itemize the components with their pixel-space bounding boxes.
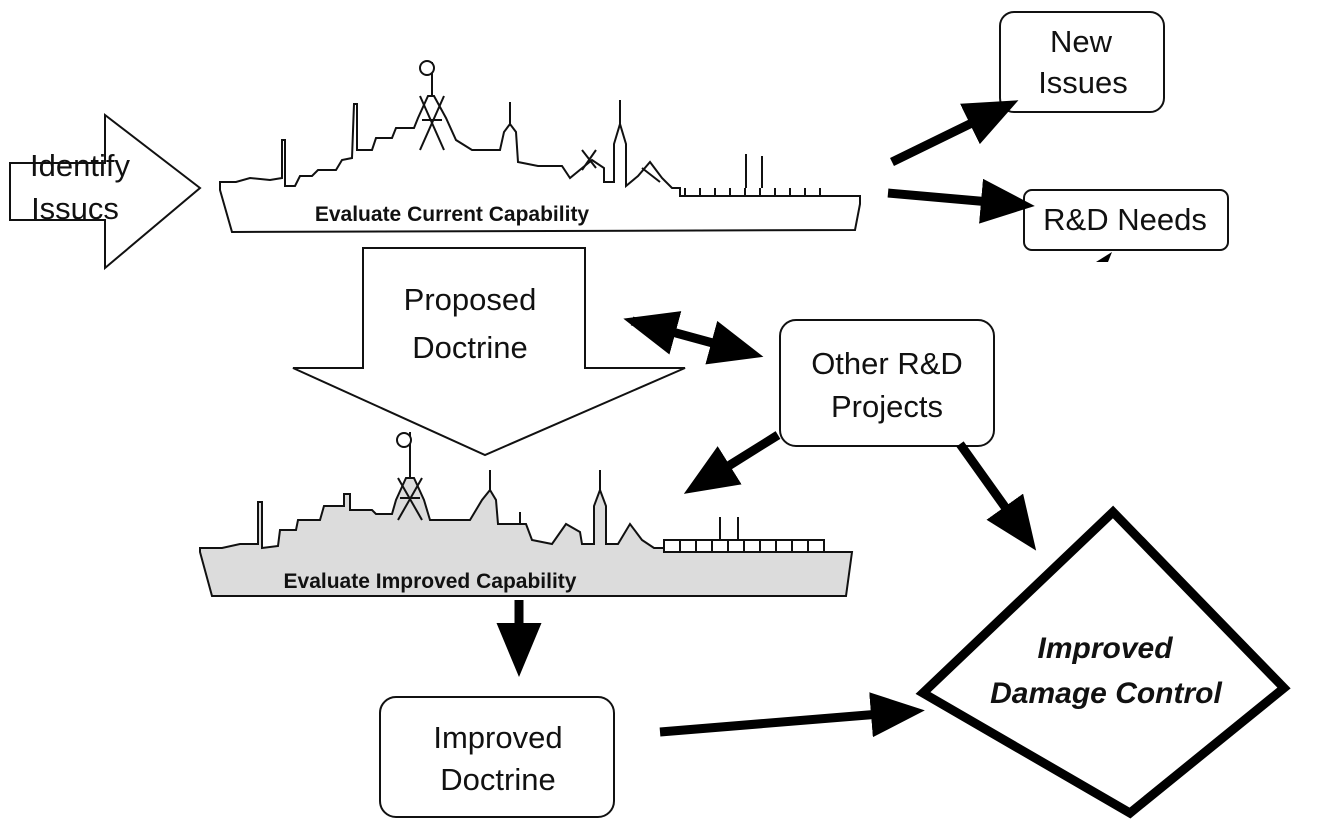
damage-control-line-1: Improved [1037, 632, 1173, 665]
new-issues-line-2: Issues [1038, 65, 1128, 100]
damage-control-diamond [915, 505, 1291, 819]
other-rd-line-2: Projects [831, 389, 943, 424]
evaluate-improved-prefix: Evaluate [284, 570, 376, 593]
proposed-line-2: Doctrine [412, 330, 527, 365]
evaluate-improved-label: Evaluate Improved Capability [284, 570, 577, 593]
improved-damage-control-node: Improved Damage Control [915, 505, 1291, 819]
evaluate-current-bold: Current [407, 203, 483, 226]
rd-needs-mark [1096, 252, 1112, 262]
current-lattice-mast [419, 95, 445, 151]
ship-hull-improved [199, 477, 854, 597]
other-rd-box [779, 319, 995, 447]
improved-lattice-mast [397, 477, 423, 521]
arrow-other-to-damage-control [956, 441, 1037, 551]
evaluate-current-label: Evaluate Current Capability [315, 203, 590, 226]
double-arrow-proposed-other [623, 311, 764, 365]
improved-radar-dish [396, 432, 412, 448]
identify-line-1: Identify [30, 148, 130, 183]
new-issues-node: New Issues [999, 11, 1165, 113]
evaluate-improved-bold: Improved [376, 570, 471, 593]
improved-deck-railing [679, 540, 809, 552]
evaluate-current-suffix: Capability [483, 203, 590, 226]
damage-control-line-2: Damage Control [990, 677, 1222, 710]
current-crane-details [581, 149, 661, 183]
arrow-to-new-issues [890, 100, 1019, 167]
block-arrow-right [9, 112, 202, 271]
rd-needs-label: R&D Needs [1043, 202, 1207, 237]
identify-line-2: Issucs [31, 191, 119, 226]
current-deck-railing [684, 188, 821, 196]
improved-doctrine-box [379, 696, 615, 818]
evaluate-current-prefix: Evaluate [315, 203, 407, 226]
other-rd-line-1: Other R&D [811, 346, 963, 381]
arrow-doctrine-to-damage-control [659, 692, 925, 738]
current-capability-ship: Evaluate Current Capability [219, 60, 861, 234]
block-arrow-down [292, 247, 686, 457]
new-issues-box [999, 11, 1165, 113]
rd-needs-node: R&D Needs [1023, 189, 1229, 262]
improved-capability-ship: Evaluate Improved Capability [199, 432, 854, 597]
arrow-to-rd-needs [887, 178, 1035, 224]
current-radar-dish [419, 60, 435, 76]
new-issues-line-1: New [1050, 24, 1113, 59]
improved-doctrine-node: Improved Doctrine [379, 696, 615, 818]
improved-doctrine-line-2: Doctrine [440, 762, 555, 797]
proposed-line-1: Proposed [404, 282, 537, 317]
evaluate-improved-suffix: Capability [470, 570, 577, 593]
other-rd-node: Other R&D Projects [779, 319, 995, 447]
arrow-other-to-improved-ship [683, 431, 781, 494]
ship-hull-current [219, 95, 861, 234]
improved-doctrine-line-1: Improved [433, 720, 562, 755]
identify-issues-node: Identify Issucs [9, 112, 202, 271]
proposed-doctrine-node: Proposed Doctrine [292, 247, 686, 457]
